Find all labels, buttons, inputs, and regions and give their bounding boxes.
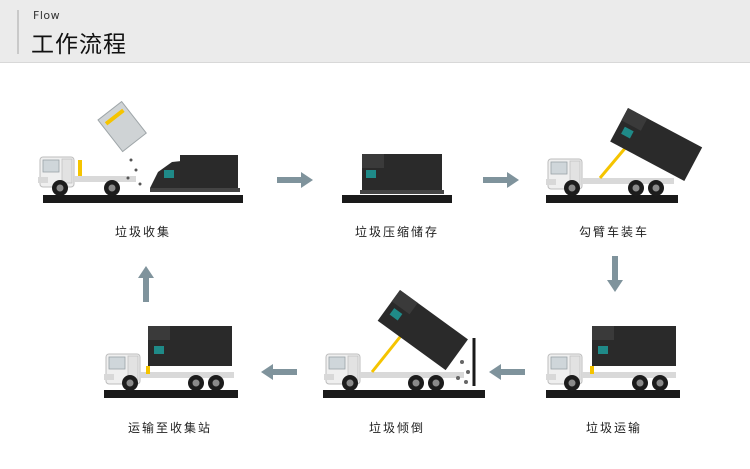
- ground-bar: [342, 195, 452, 203]
- wheel: [104, 180, 120, 196]
- step-label-return: 运输至收集站: [127, 421, 213, 435]
- wheel: [208, 375, 224, 391]
- wheel: [428, 375, 444, 391]
- header-subtitle: Flow: [33, 9, 61, 22]
- step-label-hook-load: 勾臂车装车: [578, 225, 650, 239]
- wheel: [628, 180, 644, 196]
- wheel: [122, 375, 138, 391]
- step-transport-graphic: [545, 326, 680, 398]
- ground-bar: [43, 195, 243, 203]
- garbage-bin: [97, 100, 147, 153]
- flow-arrows: [138, 172, 623, 380]
- step-label-compress-store: 垃圾压缩储存: [354, 225, 440, 239]
- truck-frame: [582, 372, 676, 378]
- wheel: [652, 375, 668, 391]
- wheel: [188, 375, 204, 391]
- arrow-left-icon: [261, 364, 297, 380]
- page-header: Flow 工作流程: [0, 0, 750, 63]
- step-label-dump: 垃圾倾倒: [368, 421, 426, 435]
- truck-frame: [140, 372, 234, 378]
- ground-bar: [546, 195, 678, 203]
- truck-frame: [582, 178, 674, 184]
- wheel: [52, 180, 68, 196]
- truck-frame: [360, 372, 464, 378]
- page-title: 工作流程: [31, 32, 127, 58]
- arrow-right-icon: [483, 172, 519, 188]
- step-label-collect: 垃圾收集: [114, 225, 172, 239]
- ground-bar: [104, 390, 238, 398]
- step-label-transport: 垃圾运输: [585, 421, 643, 435]
- hook-arm: [370, 331, 406, 373]
- step-hook-load-graphic: [545, 108, 703, 203]
- ground-bar: [546, 390, 680, 398]
- step-dump-graphic: [323, 290, 485, 398]
- wheel: [648, 180, 664, 196]
- header-divider: [17, 10, 19, 54]
- wheel: [564, 375, 580, 391]
- wheel: [564, 180, 580, 196]
- arrow-up-icon: [138, 266, 154, 302]
- container-tilted: [610, 108, 703, 181]
- step-return-graphic: [103, 326, 238, 398]
- wheel: [342, 375, 358, 391]
- wheel: [408, 375, 424, 391]
- lift-arm: [78, 160, 82, 176]
- step-collect-graphic: [37, 100, 243, 203]
- container-dumping: [377, 290, 468, 371]
- ground-bar: [323, 390, 485, 398]
- arrow-right-icon: [277, 172, 313, 188]
- step-compress-store-graphic: [342, 154, 452, 203]
- arrow-left-icon: [489, 364, 525, 380]
- wheel: [632, 375, 648, 391]
- arrow-down-icon: [607, 256, 623, 292]
- truck-frame: [74, 176, 136, 182]
